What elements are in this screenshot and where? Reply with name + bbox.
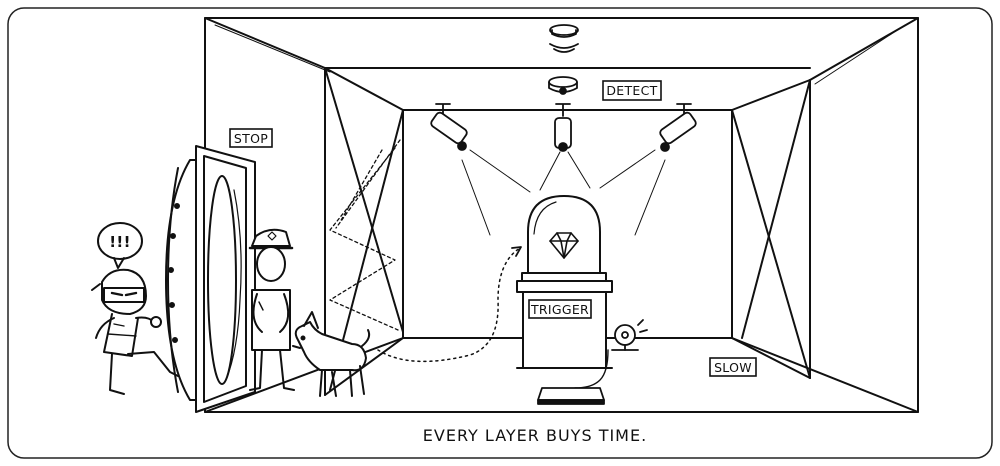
laser-tripwires (329, 139, 401, 331)
pedestal (516, 280, 613, 369)
label-stop-text: STOP (234, 131, 268, 146)
frame-border (7, 7, 993, 459)
security-camera-right (659, 103, 697, 152)
label-stop: STOP (229, 128, 273, 148)
security-guard (248, 228, 295, 391)
ceiling-sensor-detect (548, 76, 578, 95)
ninja-intruder (91, 222, 179, 395)
ceiling-sensor-top (549, 24, 579, 53)
diamond-icon (549, 232, 579, 259)
ninja-alert-text: !!! (109, 233, 130, 251)
alarm-bell-icon (611, 319, 648, 351)
vault-door (165, 145, 256, 413)
caption: EVERY LAYER BUYS TIME. (423, 426, 647, 445)
pressure-plate (537, 387, 605, 405)
label-detect: DETECT (602, 80, 662, 101)
label-detect-text: DETECT (606, 83, 657, 98)
intruder-path-arrow (377, 247, 521, 363)
label-slow-text: SLOW (714, 360, 752, 375)
label-trigger: TRIGGER (528, 299, 592, 319)
arrowhead-icon (511, 246, 522, 257)
camera-view-lines (461, 149, 666, 236)
security-camera-left (430, 103, 468, 151)
security-camera-center (554, 103, 572, 152)
guard-dog (292, 311, 371, 397)
label-trigger-text: TRIGGER (530, 302, 589, 317)
label-slow: SLOW (709, 357, 757, 377)
